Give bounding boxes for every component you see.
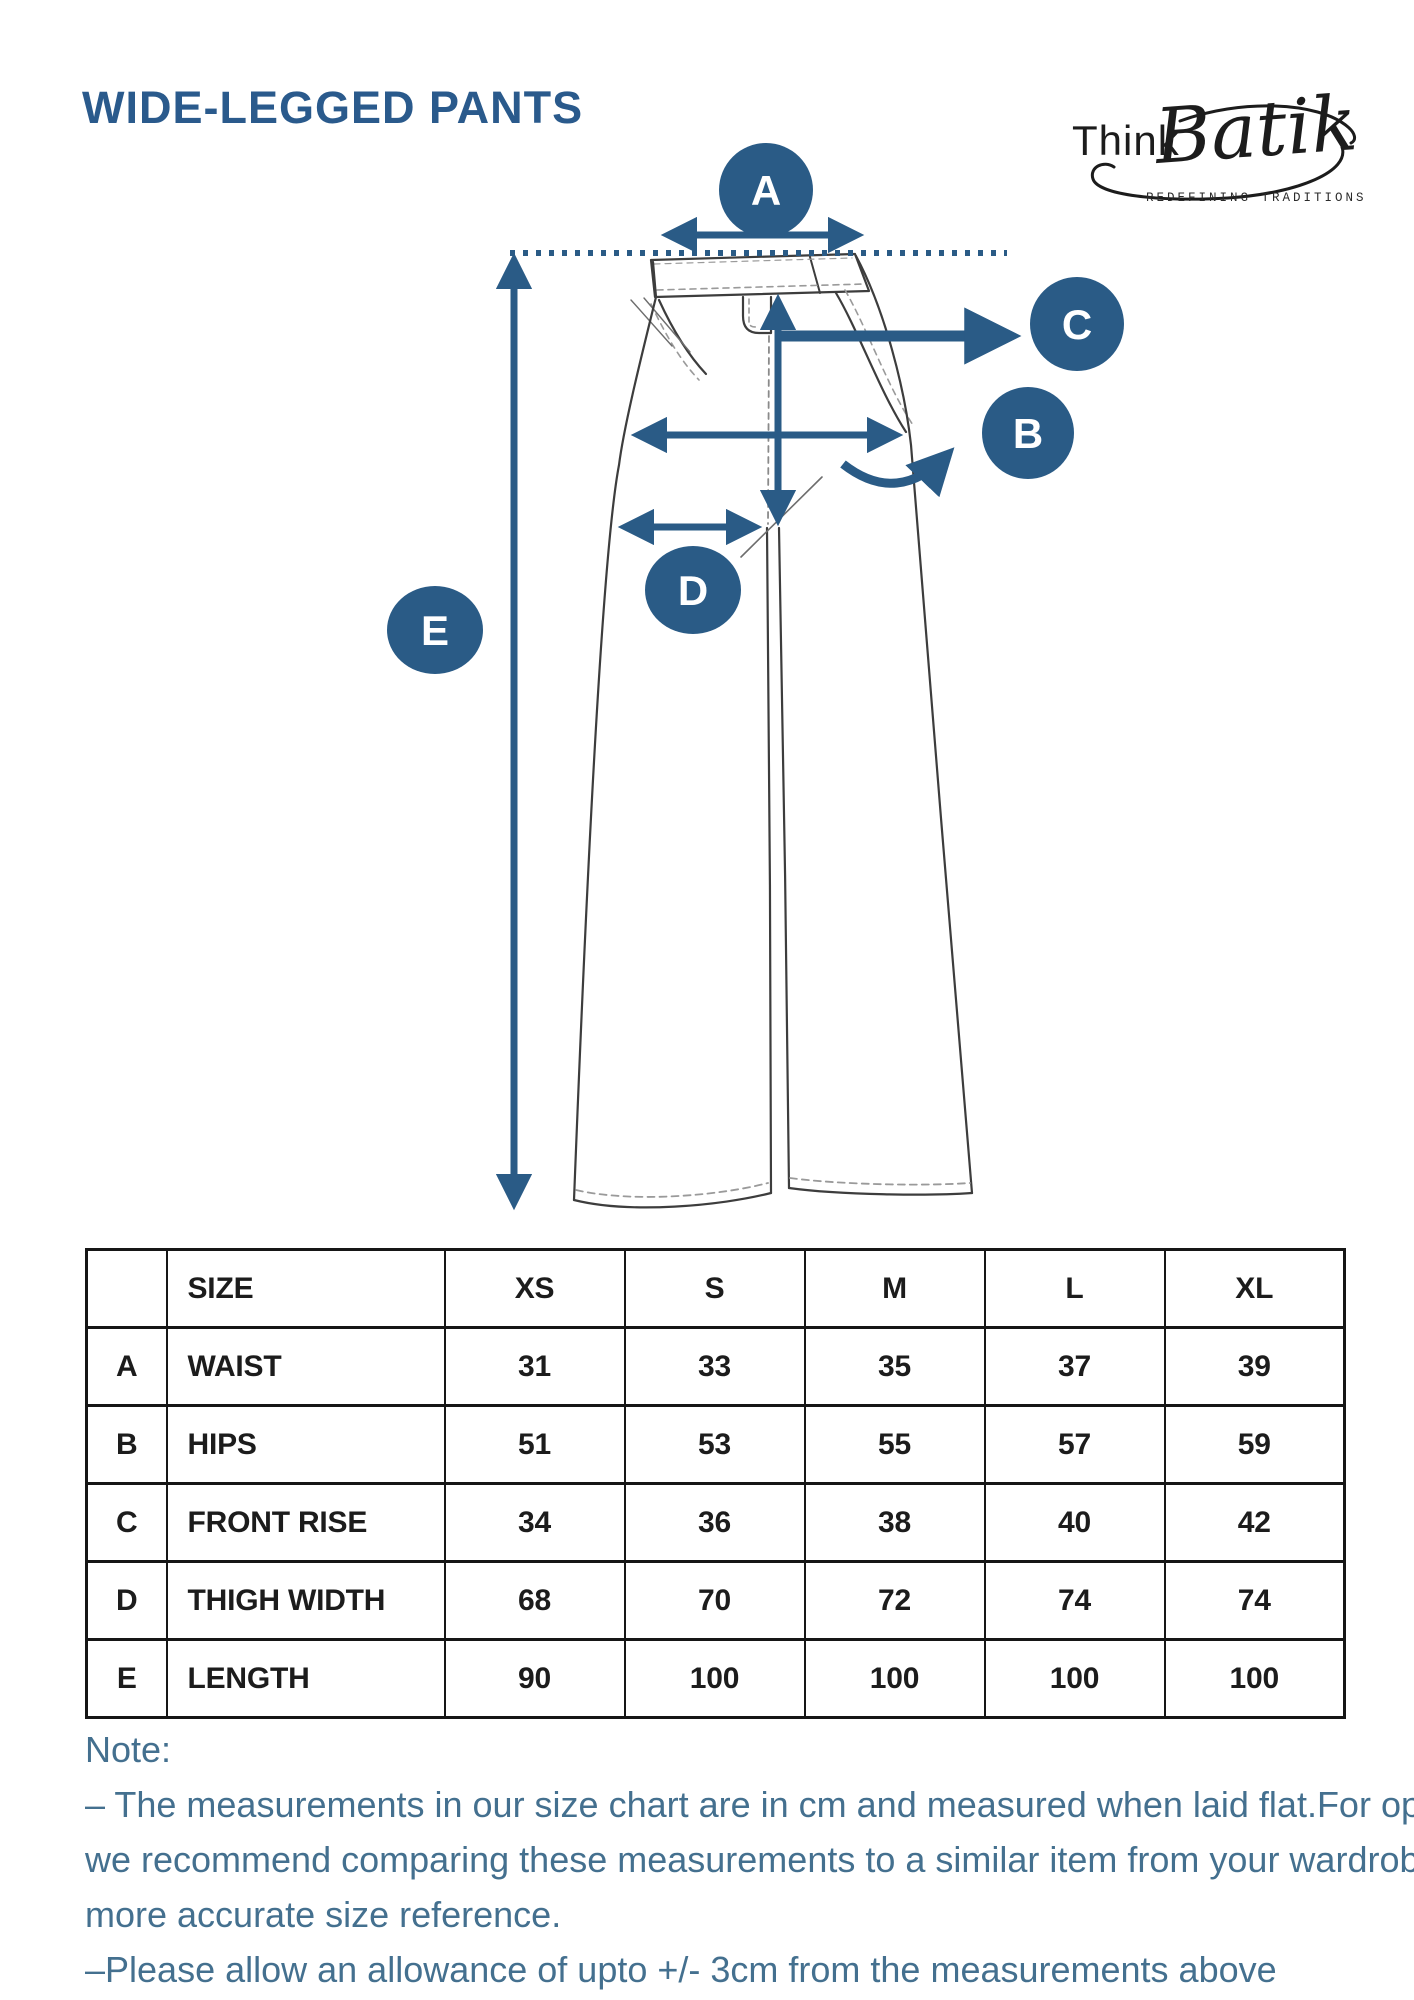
note-line: – The measurements in our size chart are… [85,1784,1414,1825]
table-cell: 51 [443,1404,626,1485]
table-cell: 34 [443,1482,626,1563]
badge-c: C [1030,277,1124,371]
svg-text:B: B [1013,410,1043,457]
table-cell: 72 [803,1560,986,1641]
note-line: –Please allow an allowance of upto +/- 3… [85,1949,1277,1990]
note-line: we recommend comparing these measurement… [85,1839,1414,1880]
size-chart-table: SIZE XS S M L XL A WAIST 31 33 35 37 39 … [85,1248,1346,1719]
table-cell: 70 [623,1560,806,1641]
table-row-length: E LENGTH 90 100 100 100 100 [85,1638,1346,1719]
table-cell: 57 [983,1404,1166,1485]
table-row-hips: B HIPS 51 53 55 57 59 [85,1404,1346,1485]
note-line: more accurate size reference. [85,1894,562,1935]
table-cell: 33 [623,1326,806,1407]
table-cell: 74 [1163,1560,1346,1641]
svg-text:A: A [751,167,781,214]
table-cell: 38 [803,1482,986,1563]
table-cell: FRONT RISE [165,1482,446,1563]
measurement-arrows [495,216,1022,1211]
table-cell: 59 [1163,1404,1346,1485]
logo-think-text: Think [1072,117,1180,164]
table-cell: XL [1163,1248,1346,1329]
note-section: Note: – The measurements in our size cha… [85,1722,1414,1997]
brand-logo: Think Batik REDEFINING TRADITIONS [1060,78,1370,215]
table-cell: 100 [803,1638,986,1719]
table-cell: B [85,1404,168,1485]
table-cell: 31 [443,1326,626,1407]
table-cell: 55 [803,1404,986,1485]
table-cell: THIGH WIDTH [165,1560,446,1641]
table-cell: E [85,1638,168,1719]
hips-curved-pointer-b [840,447,955,498]
logo-tagline: REDEFINING TRADITIONS [1146,191,1367,205]
badge-e: E [387,586,483,674]
table-cell: 53 [623,1404,806,1485]
table-cell [85,1248,168,1329]
table-row-thigh-width: D THIGH WIDTH 68 70 72 74 74 [85,1560,1346,1641]
table-cell: 100 [983,1638,1166,1719]
table-row-front-rise: C FRONT RISE 34 36 38 40 42 [85,1482,1346,1563]
table-row-waist: A WAIST 31 33 35 37 39 [85,1326,1346,1407]
badge-a: A [719,143,813,237]
table-cell: 42 [1163,1482,1346,1563]
badge-d: D [645,546,741,634]
svg-text:C: C [1062,301,1092,348]
svg-text:D: D [678,567,708,614]
table-cell: 39 [1163,1326,1346,1407]
table-cell: 100 [1163,1638,1346,1719]
table-header-row: SIZE XS S M L XL [85,1248,1346,1329]
table-cell: 37 [983,1326,1166,1407]
table-cell: 68 [443,1560,626,1641]
table-cell: D [85,1560,168,1641]
badge-b: B [982,387,1074,479]
pants-drawing [572,252,974,1209]
logo-swash-icon [1090,104,1357,201]
table-cell: LENGTH [165,1638,446,1719]
table-cell: C [85,1482,168,1563]
table-cell: SIZE [165,1248,446,1329]
page-title: WIDE-LEGGED PANTS [82,82,584,133]
table-cell: 36 [623,1482,806,1563]
table-cell: L [983,1248,1166,1329]
table-cell: WAIST [165,1326,446,1407]
table-cell: 40 [983,1482,1166,1563]
table-cell: A [85,1326,168,1407]
table-cell: XS [443,1248,626,1329]
table-cell: 74 [983,1560,1166,1641]
table-cell: HIPS [165,1404,446,1485]
table-cell: 35 [803,1326,986,1407]
table-cell: 90 [443,1638,626,1719]
table-cell: M [803,1248,986,1329]
svg-text:E: E [421,607,449,654]
table-cell: S [623,1248,806,1329]
table-cell: 100 [623,1638,806,1719]
measure-badges: A C B D E [387,143,1124,674]
note-heading: Note: [85,1729,172,1770]
